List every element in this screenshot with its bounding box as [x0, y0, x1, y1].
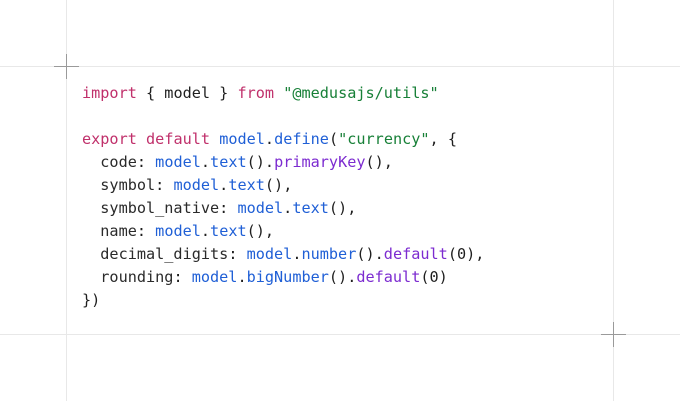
code-token [210, 130, 219, 148]
code-token: decimal_digits [82, 245, 229, 263]
code-token: symbol [82, 176, 156, 194]
code-token: { model } [136, 84, 238, 102]
code-token: name [82, 222, 137, 240]
code-line: import { model } from "@medusajs/utils" [82, 82, 484, 105]
code-line: decimal_digits: model.number().default(0… [82, 243, 484, 266]
code-token: (). [328, 268, 357, 286]
code-line: symbol_native: model.text(), [82, 197, 484, 220]
code-line: }) [82, 289, 484, 312]
crosshair-bottom-right-icon [601, 322, 626, 347]
guide-line-horizontal-bottom [0, 334, 680, 335]
code-token: rounding [82, 268, 174, 286]
code-token: (). [356, 245, 384, 263]
code-token: number [301, 245, 357, 263]
code-token: . [200, 153, 211, 171]
code-token: . [283, 199, 293, 217]
code-token: default [356, 268, 421, 286]
code-token: import [82, 84, 137, 102]
code-token: default [383, 245, 448, 263]
guide-line-vertical-right [613, 0, 614, 401]
code-token: "currency" [338, 130, 430, 148]
code-token: model [155, 153, 201, 171]
guide-line-horizontal-top [0, 66, 680, 67]
code-token: text [228, 176, 265, 194]
code-token: . [292, 245, 302, 263]
code-token: primaryKey [274, 153, 366, 171]
guide-line-vertical-left [66, 0, 67, 401]
code-token: model [173, 176, 220, 194]
code-token: (). [246, 153, 275, 171]
code-token: text [292, 199, 329, 217]
code-line: symbol: model.text(), [82, 174, 484, 197]
code-line: code: model.text().primaryKey(), [82, 151, 484, 174]
code-token: (0), [447, 245, 485, 263]
code-token: model [155, 222, 201, 240]
code-token: code [82, 153, 137, 171]
code-token: . [264, 130, 275, 148]
code-token: (), [365, 153, 393, 171]
code-token: , { [429, 130, 457, 148]
code-line [82, 105, 484, 128]
code-token [137, 130, 146, 148]
code-token: symbol_native [82, 199, 220, 217]
code-token: "@medusajs/utils" [283, 84, 439, 102]
code-token: . [219, 176, 229, 194]
code-token: model [219, 130, 265, 148]
code-token: }) [82, 291, 101, 309]
code-token: export [82, 130, 137, 148]
code-token: (0) [420, 268, 448, 286]
code-token: text [210, 153, 247, 171]
code-token: : [219, 199, 238, 217]
code-token: model [237, 199, 284, 217]
code-token: text [210, 222, 247, 240]
code-token: : [173, 268, 192, 286]
code-token: . [200, 222, 211, 240]
code-token: : [136, 153, 156, 171]
code-token: model [246, 245, 293, 263]
code-token: define [274, 130, 329, 148]
code-block: import { model } from "@medusajs/utils" e… [82, 82, 484, 312]
code-token: : [136, 222, 156, 240]
code-token: ( [328, 130, 339, 148]
code-token: from [237, 84, 275, 102]
code-line: name: model.text(), [82, 220, 484, 243]
code-line: rounding: model.bigNumber().default(0) [82, 266, 484, 289]
code-token: . [237, 268, 247, 286]
code-token: : [155, 176, 174, 194]
code-line: export default model.define("currency", … [82, 128, 484, 151]
code-token: default [146, 130, 211, 148]
code-token [274, 84, 283, 102]
code-token: : [228, 245, 247, 263]
code-token: (), [246, 222, 275, 240]
crosshair-top-left-icon [54, 54, 79, 79]
code-token: bigNumber [246, 268, 329, 286]
code-token: (), [264, 176, 293, 194]
code-token: model [191, 268, 238, 286]
code-token: (), [328, 199, 357, 217]
